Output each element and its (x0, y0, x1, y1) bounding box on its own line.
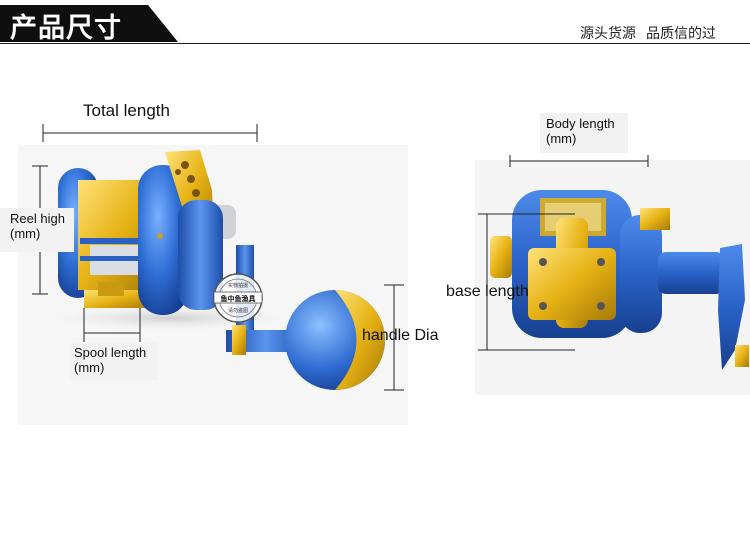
page-title: 产品尺寸 (10, 13, 122, 44)
body-length-label-line2: (mm) (546, 131, 577, 146)
reel-high-label-line2: (mm) (10, 226, 41, 241)
watermark-top-text: 实物拍摄 (227, 283, 248, 289)
watermark-center-text: 鱼中鱼渔具 (220, 295, 256, 303)
body-length-label-line1: Body length (546, 116, 615, 131)
watermark-seal: 实物拍摄 鱼中鱼渔具 请勿盗图 (212, 272, 264, 324)
dimension-lines-right (478, 155, 649, 351)
header-bar: 产品尺寸 源头货源品质信的过 (0, 0, 750, 45)
spool-length-label-line1: Spool length (74, 345, 147, 360)
total-length-label: Total length (83, 101, 170, 120)
reel-high-label-line1: Reel high (10, 211, 65, 226)
header-banner-shape (0, 5, 750, 44)
reel-front-view-photo (475, 155, 750, 395)
base-length-label: base length (446, 283, 529, 300)
spool-length-label-line2: (mm) (74, 360, 105, 375)
spool-length-label: Spool length (mm) (70, 342, 158, 380)
slogan-part-2: 品质信的过 (646, 26, 716, 42)
slogan-part-1: 源头货源 (580, 26, 636, 42)
watermark-bottom-text: 请勿盗图 (227, 308, 248, 314)
header-slogan: 源头货源品质信的过 (580, 23, 716, 43)
body-length-label: Body length (mm) (540, 113, 628, 153)
handle-dia-label: handle Dia (362, 327, 439, 344)
reel-high-label: Reel high (mm) (0, 208, 74, 252)
watermark-seal-graphic (213, 273, 263, 323)
reel-side-view-photo (18, 124, 408, 425)
